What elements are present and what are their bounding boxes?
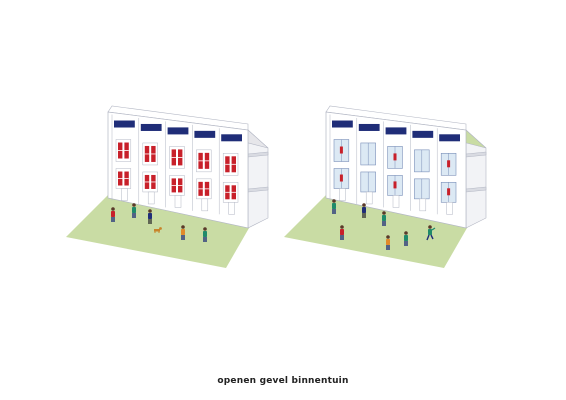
cornice (439, 134, 460, 142)
shutter-accent (339, 146, 343, 154)
shutter-accent (393, 153, 397, 161)
shutter-accent (393, 181, 397, 189)
person-figure-icon (362, 203, 366, 218)
door (392, 195, 400, 208)
cornice (167, 127, 189, 135)
person-figure-icon (332, 199, 336, 214)
dog-icon (154, 227, 162, 233)
person-figure-icon (404, 231, 408, 246)
cornice (332, 120, 353, 128)
door (147, 191, 155, 205)
cornice (358, 123, 380, 131)
door (201, 198, 209, 212)
cornice (221, 134, 242, 142)
person-figure-icon (386, 235, 390, 250)
cornice (385, 127, 407, 135)
building-closed-facade (66, 105, 269, 268)
facade (325, 111, 467, 229)
facade (107, 111, 249, 229)
shutter-accent (447, 188, 451, 196)
person-figure-icon (148, 209, 152, 224)
caption: openen gevel binnentuin (217, 376, 349, 386)
person-figure-icon (382, 211, 386, 226)
building-open-facade (284, 105, 487, 268)
door (121, 188, 128, 201)
person-figure-icon (111, 207, 115, 222)
cornice (114, 120, 135, 128)
person-figure-icon (426, 225, 436, 241)
shutter-accent (447, 160, 451, 168)
door (228, 202, 235, 215)
person-figure-icon (340, 225, 344, 240)
cornice (412, 130, 434, 138)
cornice (140, 123, 162, 131)
person-figure-icon (181, 225, 185, 240)
door (339, 188, 346, 201)
cornice (194, 130, 216, 138)
door (174, 195, 182, 208)
person-figure-icon (132, 203, 136, 218)
door (446, 202, 453, 215)
shutter-accent (339, 174, 343, 182)
door (365, 191, 373, 205)
person-figure-icon (203, 227, 207, 242)
door (419, 198, 427, 212)
